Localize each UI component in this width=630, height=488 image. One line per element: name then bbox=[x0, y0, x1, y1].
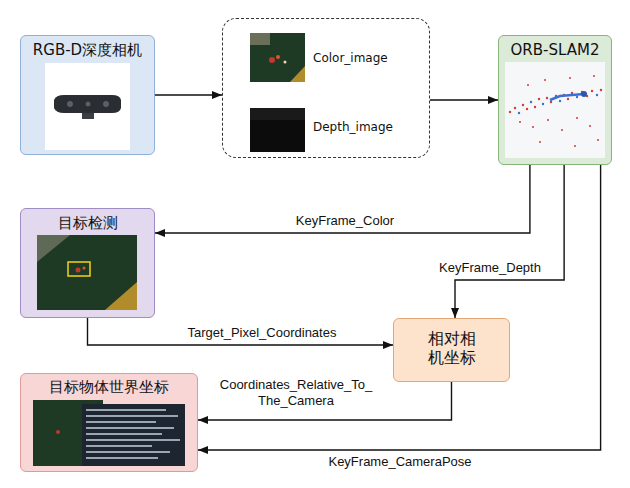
map-point bbox=[600, 89, 602, 91]
terminal-line bbox=[86, 427, 174, 429]
map-point bbox=[509, 111, 511, 113]
map-point bbox=[518, 112, 520, 114]
terminal-line bbox=[86, 409, 166, 411]
terminal-window bbox=[82, 404, 185, 466]
map-point bbox=[567, 98, 569, 100]
map-point bbox=[593, 75, 595, 77]
data-group-box: Color_imageDepth_image bbox=[222, 18, 430, 158]
result-box: 目标物体世界坐标 bbox=[20, 373, 198, 472]
color-image-patch bbox=[250, 33, 270, 45]
map-point bbox=[586, 95, 588, 97]
map-point bbox=[546, 97, 548, 99]
box-title: 相对相机坐标 bbox=[426, 329, 478, 367]
point-cloud-points bbox=[509, 75, 602, 147]
map-point bbox=[550, 101, 552, 103]
image-label: Color_image bbox=[313, 51, 388, 65]
flow-arrow bbox=[88, 318, 394, 345]
flow-arrow bbox=[155, 165, 530, 233]
depth-image bbox=[250, 108, 305, 152]
terminal-line bbox=[86, 457, 158, 459]
terminal-line bbox=[86, 439, 180, 441]
detection-image-patch bbox=[105, 282, 137, 310]
map-point bbox=[563, 94, 565, 96]
map-point bbox=[538, 98, 540, 100]
camera-lens bbox=[86, 102, 91, 107]
flow-arrow bbox=[430, 99, 498, 100]
detection-image-patch bbox=[37, 235, 70, 262]
map-point bbox=[597, 139, 599, 141]
map-point bbox=[514, 107, 516, 109]
box-title: 目标检测 bbox=[58, 214, 118, 232]
detection-image bbox=[37, 235, 137, 310]
terminal-line bbox=[86, 445, 152, 447]
terminal-line bbox=[86, 433, 162, 435]
map-point bbox=[555, 95, 557, 97]
result-object bbox=[56, 430, 60, 434]
map-point bbox=[574, 145, 576, 147]
edge-label: Target_Pixel_Coordinates bbox=[186, 325, 339, 341]
process-box: 目标检测 bbox=[20, 208, 155, 318]
edge-label: KeyFrame_Depth bbox=[437, 260, 543, 276]
color-image-patch bbox=[290, 66, 305, 82]
terminal-line bbox=[86, 415, 178, 417]
edge-label: KeyFrame_Color bbox=[294, 213, 396, 229]
color-image-object bbox=[269, 57, 275, 63]
camera-lens bbox=[67, 101, 73, 107]
color-image-object bbox=[276, 55, 280, 59]
camera-trajectory bbox=[550, 94, 584, 100]
bounding-box bbox=[68, 262, 90, 276]
color-image-object bbox=[284, 61, 287, 64]
camera-stand bbox=[82, 113, 94, 119]
map-point bbox=[589, 125, 591, 127]
map-point bbox=[542, 103, 544, 105]
map-point bbox=[596, 94, 598, 96]
result-image bbox=[33, 400, 103, 466]
camera-lens bbox=[103, 101, 109, 107]
map-point bbox=[539, 141, 541, 143]
terminal-lines bbox=[86, 409, 180, 459]
map-point bbox=[559, 100, 561, 102]
map-point bbox=[591, 90, 593, 92]
map-point bbox=[571, 92, 573, 94]
flow-arrow bbox=[155, 94, 222, 95]
edge-label: Coordinates_Relative_To_ The_Camera bbox=[218, 377, 374, 410]
map-point bbox=[522, 104, 524, 106]
map-point bbox=[576, 117, 578, 119]
map-point bbox=[547, 119, 549, 121]
map-point bbox=[561, 129, 563, 131]
map-point bbox=[581, 91, 583, 93]
box-title: 目标物体世界坐标 bbox=[49, 378, 169, 396]
depth-image-band bbox=[250, 108, 305, 120]
terminal-line bbox=[86, 421, 156, 423]
camera-keyframe bbox=[581, 91, 587, 97]
device-box: RGB-D深度相机 bbox=[20, 35, 155, 155]
camera-photo bbox=[45, 63, 130, 150]
process-box: 相对相机坐标 bbox=[393, 318, 510, 382]
detected-object bbox=[83, 267, 86, 270]
point-cloud bbox=[505, 62, 605, 158]
box-title: RGB-D深度相机 bbox=[33, 41, 142, 59]
flow-arrow bbox=[198, 165, 601, 450]
process-box: ORB-SLAM2 bbox=[498, 35, 612, 165]
box-title: ORB-SLAM2 bbox=[511, 41, 600, 59]
map-point bbox=[569, 77, 571, 79]
map-point bbox=[544, 79, 546, 81]
map-point bbox=[519, 121, 521, 123]
map-point bbox=[532, 126, 534, 128]
map-point bbox=[530, 101, 532, 103]
color-image bbox=[250, 33, 305, 82]
map-point bbox=[527, 84, 529, 86]
terminal-line bbox=[86, 451, 170, 453]
detected-object bbox=[76, 268, 81, 273]
map-point bbox=[576, 96, 578, 98]
flow-arrow bbox=[455, 165, 564, 318]
map-point bbox=[526, 108, 528, 110]
edge-label: KeyFrame_CameraPose bbox=[326, 454, 473, 470]
map-point bbox=[534, 106, 536, 108]
camera-body bbox=[54, 95, 121, 113]
image-label: Depth_image bbox=[313, 120, 393, 134]
